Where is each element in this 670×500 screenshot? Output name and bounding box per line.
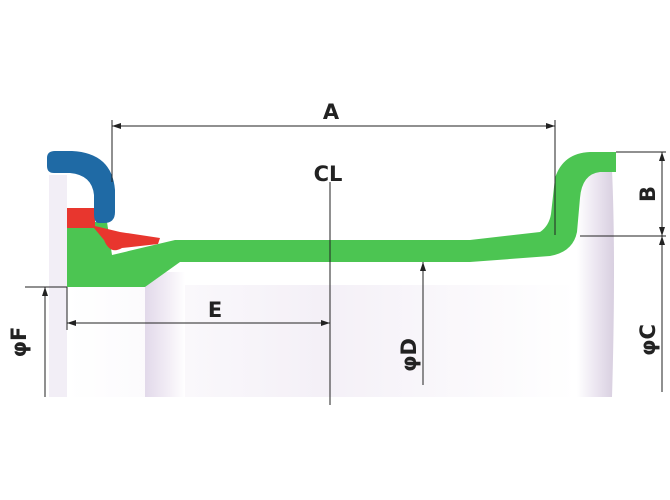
label-f: φF xyxy=(7,327,31,358)
dimension-e xyxy=(66,287,330,330)
label-b: B xyxy=(636,186,660,202)
pipe-wall-section xyxy=(67,152,616,287)
label-cl: CL xyxy=(314,162,343,186)
label-d: φD xyxy=(397,338,421,372)
label-a: A xyxy=(323,100,340,124)
dimension-a xyxy=(111,120,556,235)
bore-collar-shade xyxy=(145,272,185,397)
dimension-f xyxy=(25,286,67,397)
dimension-d xyxy=(420,262,426,385)
gasket-blue-section xyxy=(47,151,115,223)
dimension-b xyxy=(580,151,666,237)
bore-right-flange xyxy=(577,170,614,397)
label-e: E xyxy=(208,298,222,322)
dimension-c xyxy=(659,236,665,392)
label-c: φC xyxy=(636,324,660,356)
bore-surface xyxy=(49,170,614,397)
gasket-red-section xyxy=(67,208,160,251)
bore-left-rim xyxy=(49,175,67,397)
bore-body xyxy=(67,285,577,397)
